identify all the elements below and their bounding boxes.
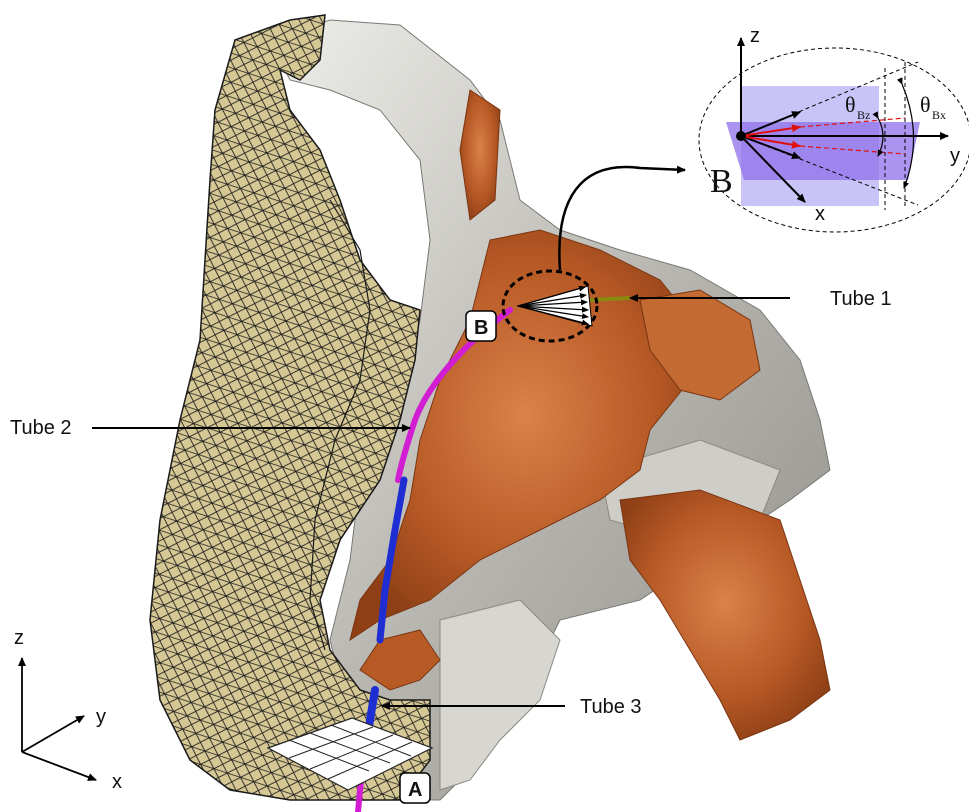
inset-label-x: x bbox=[815, 203, 825, 225]
point-a-box: A bbox=[400, 773, 430, 803]
tube1-label: Tube 1 bbox=[830, 288, 892, 310]
tube3-label: Tube 3 bbox=[580, 696, 642, 718]
svg-text:θ: θ bbox=[845, 92, 856, 117]
svg-text:Bx: Bx bbox=[932, 108, 946, 122]
corner-label-y: y bbox=[96, 706, 106, 728]
tube2-label: Tube 2 bbox=[10, 417, 72, 439]
inset-label-y: y bbox=[950, 145, 960, 167]
svg-text:Bz: Bz bbox=[857, 108, 870, 122]
corner-axes: z y x bbox=[14, 627, 122, 793]
corner-label-z: z bbox=[14, 627, 24, 649]
inset-label-z: z bbox=[750, 25, 760, 47]
point-b-box: B bbox=[466, 311, 496, 341]
inset-point-b: B bbox=[710, 163, 733, 200]
svg-text:θ: θ bbox=[920, 92, 931, 117]
corner-label-x: x bbox=[112, 771, 122, 793]
svg-text:B: B bbox=[474, 317, 488, 339]
svg-text:A: A bbox=[408, 779, 422, 801]
inset-diagram: B z y x θ Bz θ Bx bbox=[699, 25, 969, 232]
